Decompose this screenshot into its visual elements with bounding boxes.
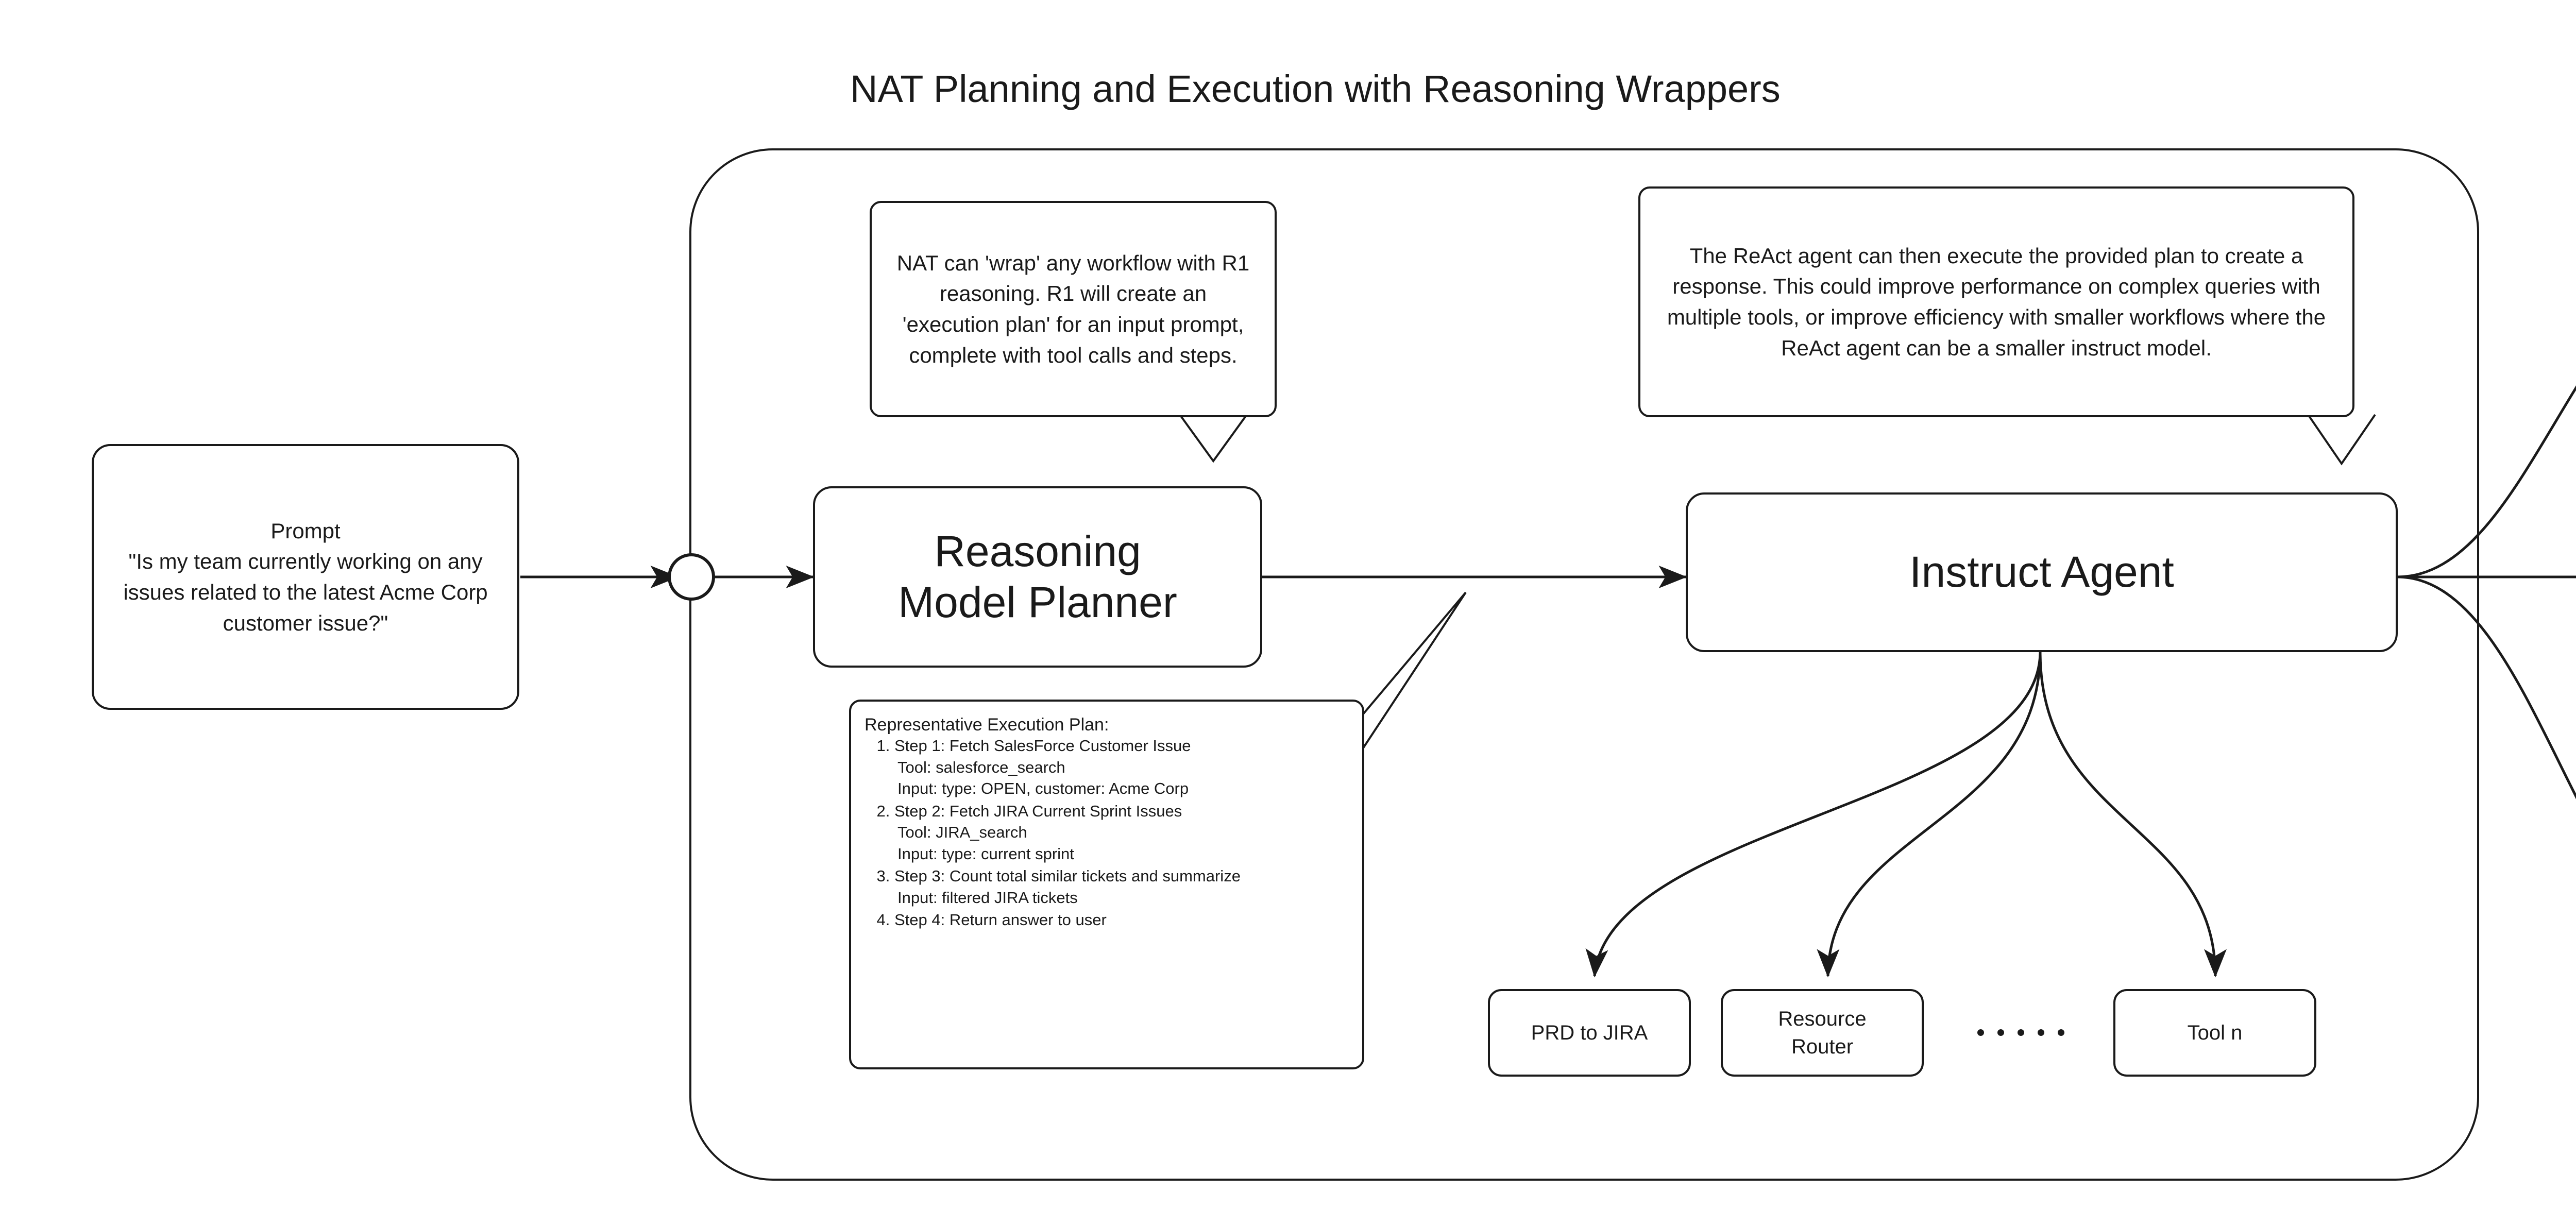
execution-plan-box: Representative Execution Plan: Step 1: F… <box>849 700 1364 1069</box>
planner-note-text: NAT can 'wrap' any workflow with R1 reas… <box>896 250 1250 367</box>
planner-label-line2: Model Planner <box>898 578 1177 626</box>
plan-step-1: Step 1: Fetch SalesForce Customer Issue … <box>894 735 1349 799</box>
planner-label-line1: Reasoning <box>934 526 1141 575</box>
agent-note-callout: The ReAct agent can then execute the pro… <box>1638 186 2354 417</box>
page-title: NAT Planning and Execution with Reasonin… <box>850 67 1781 110</box>
execution-plan-list: Step 1: Fetch SalesForce Customer Issue … <box>865 735 1349 931</box>
plan-step-4: Step 4: Return answer to user <box>894 909 1349 931</box>
agent-note-tail <box>2307 414 2376 466</box>
agent-note-text: The ReAct agent can then execute the pro… <box>1667 243 2326 360</box>
edge-agent-to-tool-2 <box>1817 651 2042 978</box>
edge-agent-to-tool-3 <box>2039 651 2227 978</box>
edge-agent-to-correct-answer <box>2397 385 2576 578</box>
tool-label-2b: Router <box>1791 1035 1854 1058</box>
execution-plan-heading: Representative Execution Plan: <box>865 715 1109 735</box>
prompt-label: Prompt <box>270 518 341 543</box>
plan-step-2: Step 2: Fetch JIRA Current Sprint Issues… <box>894 801 1349 865</box>
planner-note-callout: NAT can 'wrap' any workflow with R1 reas… <box>870 201 1277 417</box>
instruct-agent-node[interactable]: Instruct Agent <box>1686 492 2398 652</box>
tool-box-prd-to-jira[interactable]: PRD to JIRA <box>1488 989 1691 1077</box>
execution-plan-pointer <box>1353 591 1467 749</box>
edge-agent-to-tool-1 <box>1585 651 2042 978</box>
tool-label-2a: Resource <box>1778 1008 1867 1030</box>
planner-note-tail <box>1179 414 1248 463</box>
start-connector-circle <box>668 553 715 601</box>
tool-box-tool-n[interactable]: Tool n <box>2113 989 2316 1077</box>
tool-label-3: Tool n <box>2187 1021 2243 1044</box>
prompt-text: "Is my team currently working on any iss… <box>123 549 488 635</box>
workflow-container-outline <box>689 148 2479 1181</box>
plan-step-3: Step 3: Count total similar tickets and … <box>894 865 1349 908</box>
prompt-box[interactable]: Prompt "Is my team currently working on … <box>92 444 519 710</box>
instruct-agent-label: Instruct Agent <box>1909 548 2174 597</box>
tool-label-1: PRD to JIRA <box>1531 1021 1648 1044</box>
reasoning-model-planner-node[interactable]: Reasoning Model Planner <box>813 486 1262 668</box>
tool-box-resource-router[interactable]: Resource Router <box>1721 989 1924 1077</box>
edge-agent-to-failure <box>2397 575 2576 799</box>
tools-ellipsis <box>1977 1029 2064 1036</box>
